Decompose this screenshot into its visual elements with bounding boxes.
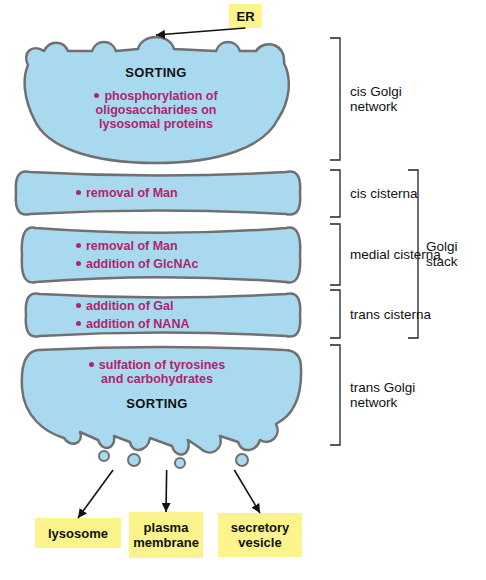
bracket <box>330 170 340 217</box>
destination-box: secretory vesicle <box>218 513 302 557</box>
bullet-item: removal of Man <box>76 186 178 200</box>
vesicle <box>99 451 109 461</box>
node-content: sulfation of tyrosines and carbohydrates… <box>82 358 232 411</box>
sorting-heading: SORTING <box>72 65 240 80</box>
arrow <box>165 470 167 512</box>
bracket <box>330 345 340 445</box>
node-content: SORTING phosphorylation of oligosaccharid… <box>72 65 240 131</box>
golgi-cisterna: removal of Man <box>14 168 302 218</box>
membrane-outline <box>26 293 300 336</box>
bullet-item: phosphorylation of oligosaccharides on l… <box>72 89 240 131</box>
organelle-box: ER <box>229 4 262 28</box>
bullet <box>94 93 99 98</box>
destination-box: plasma membrane <box>129 512 203 558</box>
bullet-item: addition of NANA <box>76 317 189 331</box>
membrane-outline <box>25 37 289 163</box>
box-text: ER <box>236 9 254 24</box>
bracket <box>330 224 340 285</box>
side-label: trans cisterna <box>350 307 450 322</box>
bullet <box>76 243 81 248</box>
bullet-item: addition of Gal <box>76 299 189 313</box>
bracket <box>330 290 340 338</box>
side-label: trans Golgi network <box>350 380 430 410</box>
destination-box: lysosome <box>35 518 121 548</box>
node-content: removal of Man addition of GlcNAc <box>76 239 199 271</box>
arrow <box>156 28 246 35</box>
process-text: addition of NANA <box>86 317 189 331</box>
box-text: plasma membrane <box>129 520 203 550</box>
box-text: secretory vesicle <box>218 520 302 550</box>
bullet <box>76 190 81 195</box>
process-text: removal of Man <box>86 239 178 253</box>
membrane-outline <box>16 171 300 214</box>
sorting-heading: SORTING <box>82 396 232 411</box>
side-label: cis cisterna <box>350 186 450 201</box>
golgi-network: sulfation of tyrosines and carbohydrates… <box>20 344 302 470</box>
golgi-network: SORTING phosphorylation of oligosaccharid… <box>20 35 292 165</box>
node-content: removal of Man <box>76 186 178 200</box>
bullet <box>76 261 81 266</box>
membrane-outline <box>22 228 300 283</box>
process-text: addition of GlcNAc <box>86 257 199 271</box>
arrow <box>78 470 113 518</box>
bullet-item: sulfation of tyrosines and carbohydrates <box>82 358 232 386</box>
node-content: addition of Gal addition of NANA <box>76 299 189 331</box>
golgi-cisterna: addition of Gal addition of NANA <box>24 290 302 340</box>
bullet <box>76 321 81 326</box>
bullet <box>76 303 81 308</box>
bracket <box>330 38 340 160</box>
outline-shape <box>24 290 302 340</box>
vesicle <box>236 454 248 466</box>
arrow <box>234 470 260 513</box>
membrane-outline <box>22 347 301 455</box>
outline-shape <box>20 224 302 286</box>
process-text: phosphorylation of oligosaccharides on l… <box>96 89 218 131</box>
bullet-item: removal of Man <box>76 239 199 253</box>
side-label: cis Golgi network <box>350 84 422 114</box>
bullet-item: addition of GlcNAc <box>76 257 199 271</box>
process-text: sulfation of tyrosines and carbohydrates <box>99 358 225 386</box>
vesicle <box>128 454 140 466</box>
process-text: removal of Man <box>86 186 178 200</box>
side-label: Golgi stack <box>426 239 482 269</box>
bullet <box>89 362 94 367</box>
process-text: addition of Gal <box>86 299 174 313</box>
vesicle <box>175 458 185 468</box>
golgi-cisterna: removal of Man addition of GlcNAc <box>20 224 302 286</box>
box-text: lysosome <box>48 526 108 541</box>
